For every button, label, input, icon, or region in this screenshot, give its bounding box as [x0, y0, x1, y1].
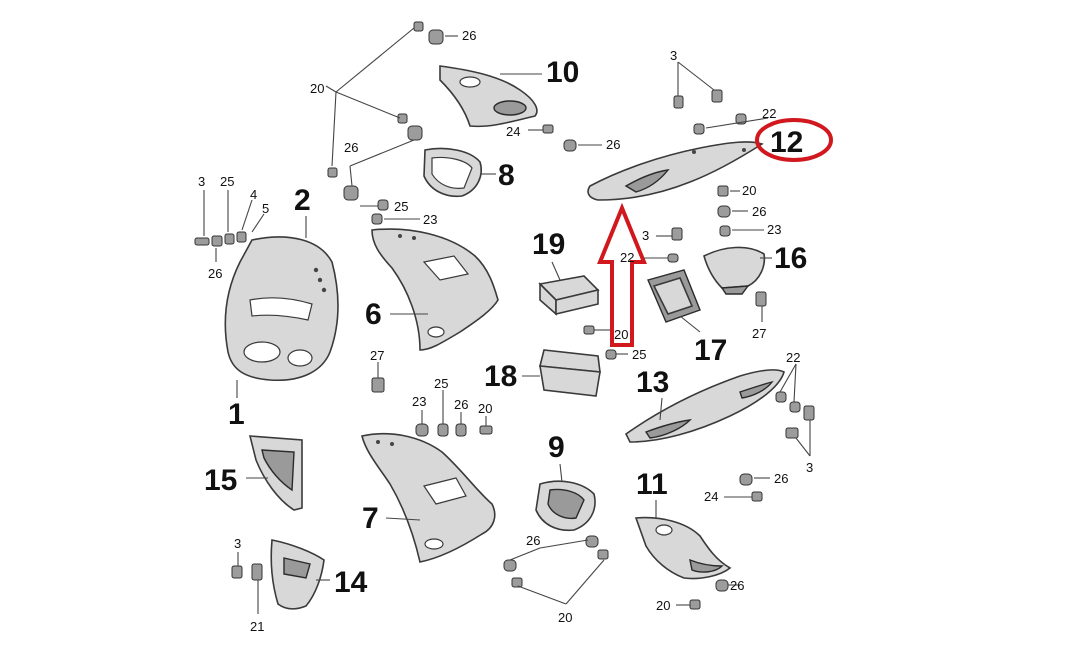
- label-5: 5: [262, 201, 269, 216]
- label-24-top: 24: [506, 124, 520, 139]
- label-1: 1: [228, 398, 245, 431]
- label-6: 6: [365, 298, 382, 331]
- part-6-side-panel: [371, 228, 499, 351]
- label-25-low: 25: [434, 376, 448, 391]
- part-15-inner-cover: [248, 435, 303, 511]
- label-26-mid: 26: [344, 140, 358, 155]
- label-3-left: 3: [198, 174, 205, 189]
- label-26-bottom-right: 26: [730, 578, 744, 593]
- label-22-mid: 22: [620, 250, 634, 265]
- label-4: 4: [250, 187, 257, 202]
- label-23-right: 23: [767, 222, 781, 237]
- label-26-bottom: 26: [526, 533, 540, 548]
- label-24-right: 24: [704, 489, 718, 504]
- label-20-bottom-right: 20: [656, 598, 670, 613]
- label-20-mid: 20: [614, 327, 628, 342]
- part-10-side-cover: [439, 65, 538, 128]
- part-16-cover: [703, 246, 766, 295]
- part-12-seat-cowl: [587, 141, 764, 201]
- label-18: 18: [484, 360, 517, 393]
- label-21: 21: [250, 619, 264, 634]
- label-20-bottom: 20: [558, 610, 572, 625]
- label-7: 7: [362, 502, 379, 535]
- label-26-low: 26: [454, 397, 468, 412]
- label-11: 11: [636, 468, 668, 501]
- part-19-box: [538, 275, 600, 316]
- label-12: 12: [770, 126, 803, 159]
- label-27-right: 27: [752, 326, 766, 341]
- label-20-right: 20: [742, 183, 756, 198]
- part-18-tray: [538, 349, 601, 397]
- label-10: 10: [546, 56, 579, 89]
- part-1-front-fairing: [224, 236, 339, 382]
- label-9: 9: [548, 431, 565, 464]
- part-7-side-panel: [361, 432, 496, 563]
- label-19: 19: [532, 228, 565, 261]
- label-2: 2: [294, 184, 311, 217]
- label-3-right-low: 3: [806, 460, 813, 475]
- hardware-group-left: [194, 190, 265, 262]
- part-17-bracket: [647, 269, 701, 323]
- label-26-right-low: 26: [774, 471, 788, 486]
- label-23-mid: 23: [423, 212, 437, 227]
- label-26-left: 26: [208, 266, 222, 281]
- highlight-circle-12: [755, 118, 833, 162]
- label-26-top-right: 26: [606, 137, 620, 152]
- label-27-left: 27: [370, 348, 384, 363]
- label-15: 15: [204, 464, 237, 497]
- part-13-tail-side: [624, 369, 785, 443]
- label-23-low: 23: [412, 394, 426, 409]
- label-20-low: 20: [478, 401, 492, 416]
- label-3-bottom-left: 3: [234, 536, 241, 551]
- label-3-mid: 3: [642, 228, 649, 243]
- label-22-top-right: 22: [762, 106, 776, 121]
- label-26-top: 26: [462, 28, 476, 43]
- part-9-small-cover: [535, 480, 596, 532]
- label-3-top-right: 3: [670, 48, 677, 63]
- label-26-right: 26: [752, 204, 766, 219]
- label-25-mid: 25: [394, 199, 408, 214]
- label-25-mid-right: 25: [632, 347, 646, 362]
- part-8-small-cover: [423, 147, 482, 198]
- label-16: 16: [774, 242, 807, 275]
- part-14-lower-cover: [270, 539, 325, 610]
- label-20-top: 20: [310, 81, 324, 96]
- part-11-side-cover: [634, 516, 732, 580]
- label-13: 13: [636, 366, 669, 399]
- label-17: 17: [694, 334, 727, 367]
- label-25-left: 25: [220, 174, 234, 189]
- highlight-arrow: [597, 202, 647, 347]
- label-8: 8: [498, 159, 515, 192]
- label-22-right-low: 22: [786, 350, 800, 365]
- label-14: 14: [334, 566, 368, 599]
